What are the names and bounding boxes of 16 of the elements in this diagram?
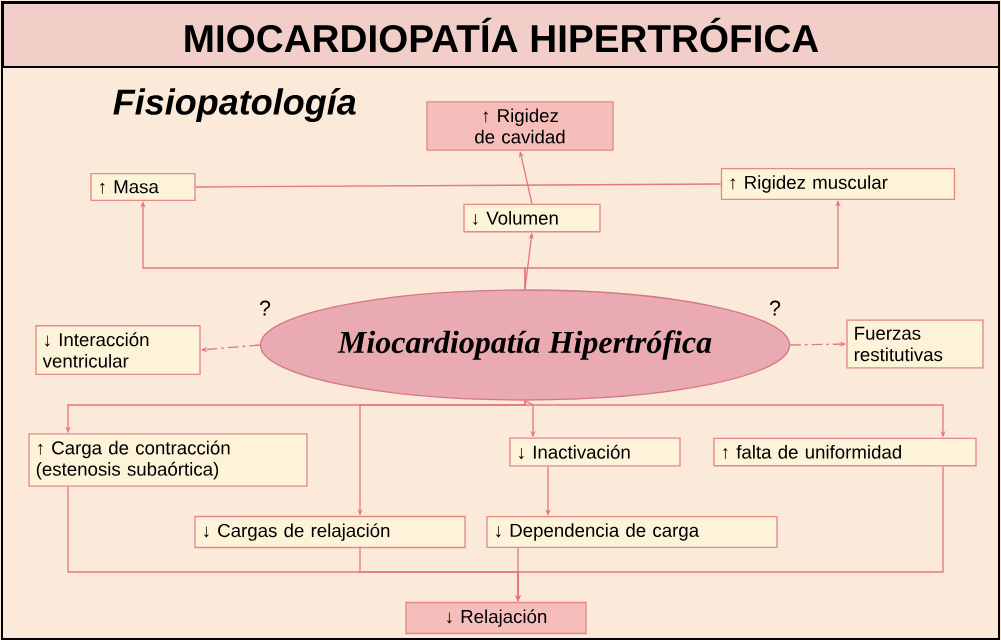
edge-label: ? (259, 300, 271, 316)
text-box: ↑ Rigidez muscular (720, 167, 956, 201)
text-box: ↓ Relajación (405, 601, 587, 635)
title-band: MIOCARDIOPATÍA HIPERTRÓFICA (2, 2, 1000, 68)
text-box: ↓ Cargas de relajación (194, 515, 466, 549)
text-box: ↑ Rigidez de cavidad (426, 101, 614, 151)
text-box: ↓ Interacción ventricular (35, 325, 201, 375)
text-box: ↑ Carga de contracción (estenosis subaórtica) (28, 433, 308, 487)
text-box: ↓ Volumen (463, 203, 601, 233)
section-heading: Fisiopatología (113, 88, 356, 122)
text-box: Fuerzas restitutivas (846, 319, 984, 369)
text-box: ↓ Inactivación (509, 437, 681, 467)
text-box: ↑ falta de uniformidad (713, 437, 977, 467)
edge-label: ? (769, 300, 781, 316)
text-box: ↑ Masa (90, 172, 196, 202)
text-box: ↓ Dependencia de carga (486, 515, 778, 549)
